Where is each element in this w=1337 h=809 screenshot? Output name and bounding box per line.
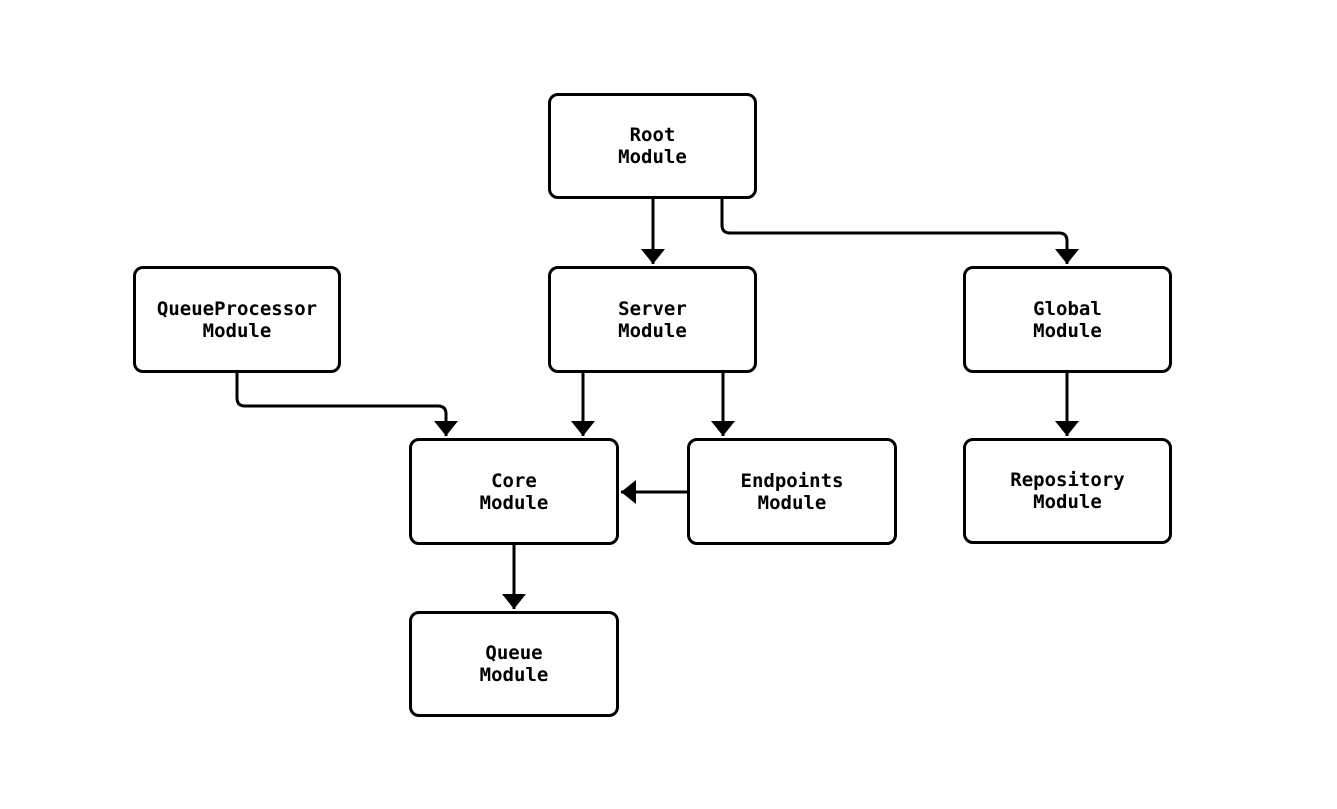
edge-root-to-global (720, 199, 1079, 264)
node-label: Server Module (618, 297, 687, 342)
node-label: Core Module (479, 469, 549, 514)
node-label: Repository Module (1010, 469, 1125, 513)
node-core-module: Core Module (409, 438, 619, 545)
node-root-module: Root Module (548, 93, 757, 199)
edge-queueprocessor-to-core (235, 373, 458, 436)
node-label: Endpoints Module (740, 469, 844, 514)
node-queue-module: Queue Module (409, 611, 619, 717)
node-queueprocessor-module: QueueProcessor Module (133, 266, 341, 373)
node-label: Global Module (1033, 297, 1102, 342)
node-label: Queue Module (479, 642, 549, 686)
node-endpoints-module: Endpoints Module (687, 438, 897, 545)
node-label: QueueProcessor Module (156, 297, 318, 342)
node-label: Root Module (618, 124, 687, 168)
node-global-module: Global Module (963, 266, 1172, 373)
node-repository-module: Repository Module (963, 438, 1172, 544)
node-server-module: Server Module (548, 266, 757, 373)
